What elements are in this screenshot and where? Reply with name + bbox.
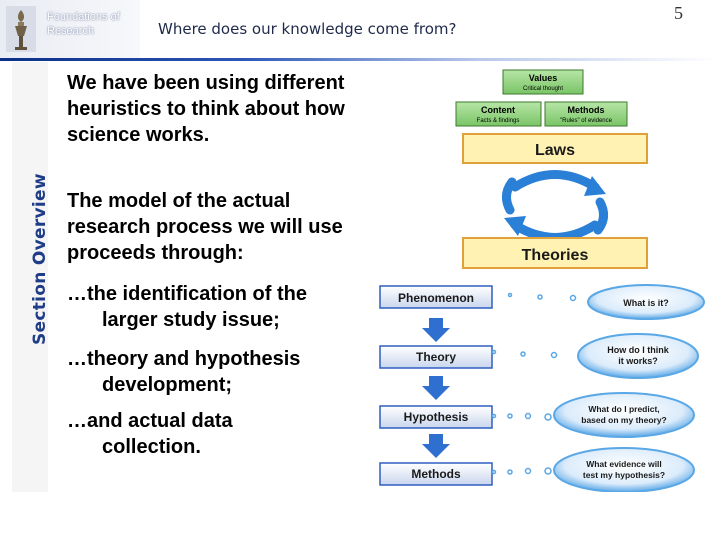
sidebar-panel [12, 62, 48, 492]
laws-box: Laws [462, 133, 648, 164]
values-subtitle: Critical thought [523, 86, 563, 92]
content-title: Content [481, 105, 515, 115]
bullet-data-collection-line1: …and actual data [67, 410, 233, 432]
thought-bubble-evidence: What evidence will test my hypothesis? [553, 447, 695, 492]
header-branding: Foundations of Research [0, 0, 140, 58]
bullet-theory-line2: development; [102, 374, 233, 396]
step-hypothesis-label: Hypothesis [404, 410, 469, 424]
slide-header: Foundations of Research Where does our k… [0, 0, 720, 58]
bullet-identification: …the identification of the larger study … [67, 281, 367, 333]
bullet-heuristics: We have been using different heuristics … [67, 72, 345, 146]
bubble-predict-line1: What do I predict, [588, 404, 659, 414]
theories-box: Theories [462, 237, 648, 269]
step-methods: Methods [379, 462, 493, 486]
sidebar-section-label: Section Overview [30, 173, 50, 345]
bubble-evidence-line1: What evidence will [586, 459, 662, 469]
bubble-predict-line2: based on my theory? [581, 415, 667, 425]
methods-title: Methods [568, 105, 605, 115]
header-rule [0, 58, 720, 61]
arrow-down-icon [422, 434, 450, 458]
methods-box: Methods "Rules" of evidence [544, 101, 628, 127]
bullet-identification-line2: larger study issue; [102, 309, 280, 331]
bullet-data-collection-line2: collection. [102, 436, 201, 458]
bullet-data-collection: …and actual data collection. [67, 408, 367, 460]
step-phenomenon: Phenomenon [379, 285, 493, 309]
course-name-line1: Foundations of [47, 11, 120, 23]
theories-label: Theories [522, 247, 589, 264]
torch-logo-icon [6, 6, 36, 52]
bubble-how-it-works-line2: it works? [618, 356, 658, 366]
arrow-down-icon [422, 318, 450, 342]
step-methods-label: Methods [411, 467, 461, 481]
thought-dots [491, 292, 577, 475]
research-process-diagram: Values Critical thought Content Facts & … [379, 69, 705, 492]
bubble-how-it-works-line1: How do I think [607, 345, 669, 355]
values-box: Values Critical thought [502, 69, 584, 95]
bubble-evidence-line2: test my hypothesis? [583, 470, 665, 480]
course-name-line2: Research [47, 25, 95, 37]
cycle-arrows-icon [502, 170, 608, 242]
bubble-what-is-it-text: What is it? [623, 298, 669, 308]
step-theory: Theory [379, 345, 493, 369]
bullet-theory-line1: …theory and hypothesis [67, 348, 301, 370]
course-name: Foundations of Research [47, 10, 142, 38]
step-phenomenon-label: Phenomenon [398, 291, 474, 305]
bullet-research-model: The model of the actual research process… [67, 190, 343, 264]
bullet-identification-line1: …the identification of the [67, 283, 307, 305]
slide-title: Where does our knowledge come from? [158, 20, 457, 38]
step-hypothesis: Hypothesis [379, 405, 493, 429]
step-theory-label: Theory [416, 350, 456, 364]
thought-bubble-what-is-it: What is it? [587, 284, 705, 320]
methods-subtitle: "Rules" of evidence [560, 118, 613, 124]
content-subtitle: Facts & findings [477, 118, 520, 124]
bullet-theory: …theory and hypothesis development; [67, 346, 367, 398]
values-title: Values [529, 73, 558, 83]
laws-label: Laws [535, 142, 575, 159]
arrow-down-icon [422, 376, 450, 400]
content-box: Content Facts & findings [455, 101, 542, 127]
thought-bubble-how-it-works: How do I think it works? [577, 333, 699, 379]
page-number: 5 [674, 3, 683, 23]
thought-bubble-predict: What do I predict, based on my theory? [553, 392, 695, 438]
